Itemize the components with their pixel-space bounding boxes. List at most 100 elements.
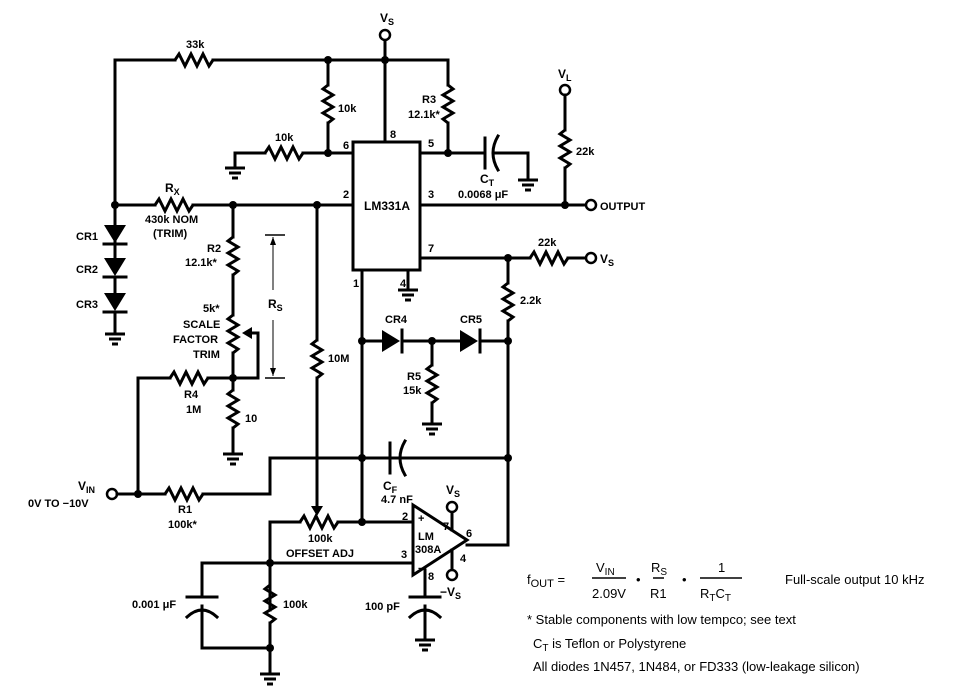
pin-5-label: 5 [428, 138, 434, 150]
label-22k-pullup: 22k [576, 146, 595, 158]
label-r2: R2 [207, 243, 221, 255]
vs-label-right: VS [600, 252, 614, 268]
opamp-label-2: 308A [415, 544, 441, 556]
label-trim-1: SCALE [183, 319, 220, 331]
opamp-pin-2: 2 [402, 511, 408, 523]
label-10k-horizontal: 10k [275, 132, 294, 144]
label-r4: R4 [184, 389, 199, 401]
svg-text:R1: R1 [650, 586, 667, 601]
label-trim-2: FACTOR [173, 334, 218, 346]
svg-text:Full-scale output 10 kHz: Full-scale output 10 kHz [785, 572, 924, 587]
opamp-pin-3: 3 [401, 549, 407, 561]
opamp-vs-terminal [445, 500, 459, 514]
vl-label: VL [558, 67, 572, 83]
label-trim-3: TRIM [193, 349, 220, 361]
pin-7-label: 7 [428, 243, 434, 255]
svg-text:1: 1 [718, 560, 725, 575]
plus-sign: + [418, 513, 424, 525]
vin-range: 0V TO −10V [28, 498, 89, 510]
resistor-33k [173, 50, 215, 70]
lm331a-ic [351, 140, 422, 272]
svg-text:2.09V: 2.09V [592, 586, 626, 601]
output-terminal[interactable] [584, 198, 598, 212]
label-10m: 10M [328, 353, 349, 365]
label-cr2: CR2 [76, 264, 98, 276]
label-100pf: 100 pF [365, 601, 400, 613]
lm331a-label: LM331A [364, 199, 410, 213]
label-offset-adj: OFFSET ADJ [286, 548, 354, 560]
opamp-pin-4: 4 [460, 553, 467, 565]
label-rx: RX [165, 181, 180, 197]
resistor-10k-vertical [320, 83, 336, 125]
label-r1-value: 100k* [168, 519, 197, 531]
resistor-10k-horizontal [263, 143, 305, 163]
resistor-22k-vs [528, 248, 570, 268]
pin-2-label: 2 [343, 189, 349, 201]
lm308a-opamp [411, 502, 470, 578]
label-cf-value: 4.7 nF [381, 494, 413, 506]
vs-terminal-right [584, 251, 598, 265]
label-r2-value: 12.1k* [185, 257, 218, 269]
label-cr5: CR5 [460, 314, 482, 326]
label-trim-value: 5k* [203, 303, 220, 315]
label-10: 10 [245, 413, 257, 425]
resistor-r2 [225, 235, 241, 277]
pin-8-label: 8 [390, 129, 396, 141]
svg-text:•: • [636, 572, 641, 587]
svg-text:VIN: VIN [596, 560, 615, 578]
ground-symbol [258, 672, 282, 686]
resistor-2k2 [500, 281, 516, 323]
minus-sign: − [418, 563, 424, 575]
label-10k-vertical: 10k [338, 103, 357, 115]
resistor-10 [225, 388, 241, 430]
ground-symbol [516, 178, 540, 192]
svg-text:RTCT: RTCT [700, 586, 731, 604]
label-cr1: CR1 [76, 231, 98, 243]
vs-label-top: VS [380, 11, 394, 27]
resistor-22k-pullup [557, 128, 573, 170]
diode-cr5 [460, 330, 478, 352]
label-100k: 100k [283, 599, 308, 611]
ground-symbol [413, 638, 437, 652]
diode-string [102, 203, 128, 346]
pin-1-label: 1 [353, 278, 359, 290]
top-rail [113, 28, 450, 257]
resistor-r1 [163, 484, 205, 504]
resistor-100k [262, 583, 278, 625]
ground-symbol [420, 422, 444, 436]
note-stable-components: * Stable components with low tempco; see… [527, 612, 796, 627]
label-ct-value: 0.0068 μF [458, 189, 508, 201]
label-cf: CF [383, 479, 398, 495]
opamp-neg-vs-label: −VS [440, 585, 461, 601]
vin-label: VIN [78, 479, 95, 495]
label-r3-name: R3 [422, 94, 436, 106]
resistor-rx [153, 195, 195, 215]
formula: fOUT = VIN 2.09V • RS R1 • 1 RTCT Full-s… [527, 560, 924, 604]
opamp-pin-8: 8 [428, 571, 434, 583]
rs-dimension [265, 234, 285, 379]
label-r1: R1 [178, 504, 192, 516]
capacitor-cf-curve [398, 438, 408, 478]
opamp-pin-7: 7 [443, 521, 449, 533]
label-rx-value: 430k NOM [145, 214, 198, 226]
diode-cr4 [382, 330, 400, 352]
label-rx-trim: (TRIM) [153, 228, 188, 240]
svg-text:•: • [682, 572, 687, 587]
label-r4-value: 1M [186, 404, 201, 416]
label-pot-value: 100k [308, 533, 333, 545]
label-2k2: 2.2k [520, 295, 542, 307]
svg-text:RS: RS [651, 560, 667, 578]
ground-symbol [221, 452, 245, 466]
potentiometer-scale-factor [225, 313, 241, 355]
ground-symbol [223, 166, 247, 180]
pin-3-label: 3 [428, 189, 434, 201]
label-33k: 33k [186, 39, 205, 51]
resistor-r3 [440, 83, 456, 125]
label-r5: R5 [407, 371, 421, 383]
label-rs: RS [268, 297, 283, 313]
label-cr4: CR4 [385, 314, 408, 326]
opamp-neg-vs-terminal [445, 568, 459, 582]
opamp-label-1: LM [418, 531, 434, 543]
resistor-r4 [168, 368, 210, 388]
ground-symbol [396, 288, 420, 302]
